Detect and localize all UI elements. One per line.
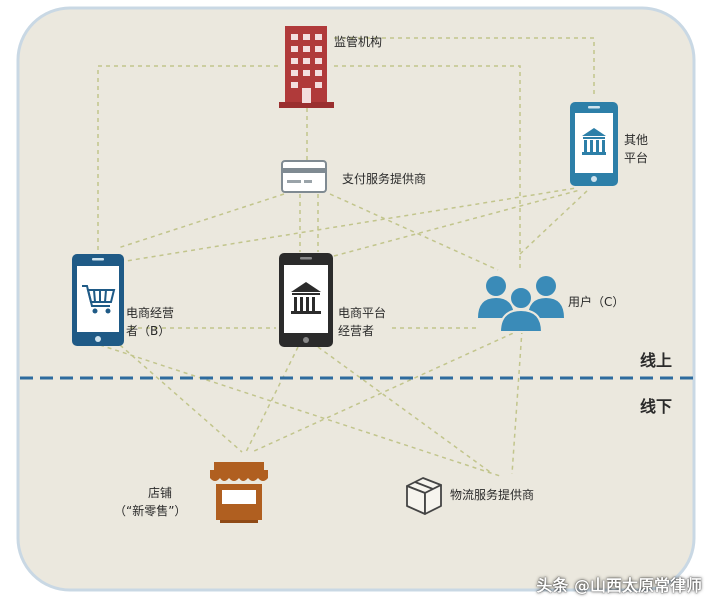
phone-bank-icon [279,253,333,347]
merchant-label-line2: 者（B） [126,324,171,338]
link-payment-merchant [117,193,285,249]
link-user-logistics [511,329,523,475]
merchant-label-line1: 电商经营 [126,306,175,320]
phone-bank-icon [570,102,618,186]
link-regulator-user [334,65,521,270]
relationship-links [97,37,595,477]
link-payment-user [329,193,499,271]
users-icon [478,276,564,333]
link-platform-other [333,189,581,257]
building-icon [279,26,334,108]
offline-label: 线下 [640,397,673,416]
platform-operator-label-line2: 经营者 [338,324,375,338]
link-regulator-merchant [97,65,278,252]
link-regulator-other [334,37,595,98]
link-merchant-store [119,344,243,453]
regulator-label: 监管机构 [334,35,383,49]
logistics-provider-label: 物流服务提供商 [450,488,535,502]
package-icon [406,477,442,515]
link-platform-store [245,346,299,453]
storefront-icon [210,462,268,523]
online-label: 线上 [640,351,673,370]
card-icon [281,160,327,193]
link-merchant-other [119,187,577,263]
link-platform-logistics [317,346,491,473]
phone-cart-icon [72,254,124,346]
store-label-line2: （“新零售”） [114,504,187,518]
diagram-panel [16,6,696,592]
link-merchant-logistics [99,344,501,477]
platform-operator-label-line1: 电商平台 [338,306,387,320]
payment-provider-label: 支付服务提供商 [342,172,427,186]
other-platform-label-line2: 平台 [624,151,649,165]
watermark: 头条 @山西太原常律师 [536,576,702,595]
other-platform-label-line1: 其他 [624,133,649,147]
user-label: 用户（C） [568,295,625,309]
link-user-store [251,329,521,453]
store-label-line1: 店铺 [148,486,173,500]
